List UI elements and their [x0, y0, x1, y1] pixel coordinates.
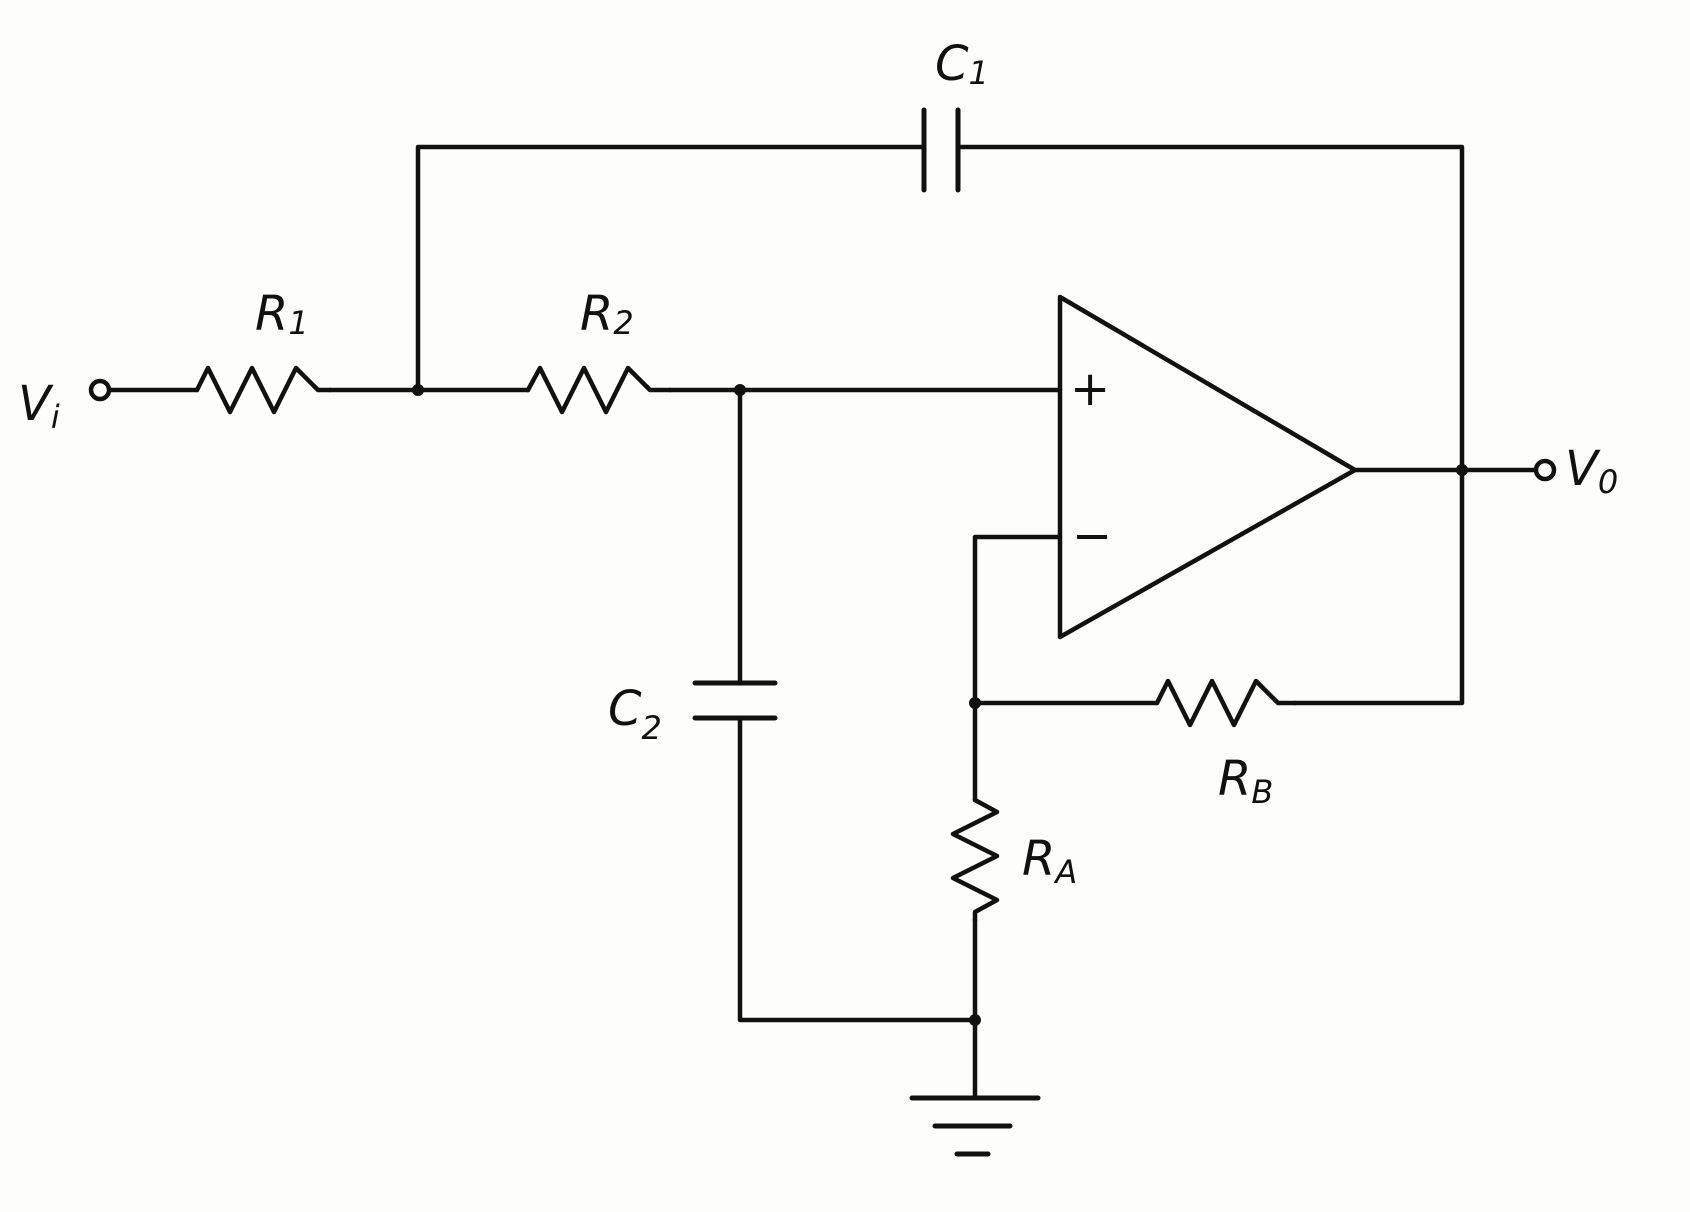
resistor-ra	[950, 797, 1000, 923]
junction-node-c	[969, 697, 981, 709]
wire-minus-input	[972, 534, 1063, 706]
junction-ground	[969, 1014, 981, 1026]
opamp-triangle	[1057, 294, 1358, 640]
wire-rb-output	[1292, 467, 1465, 706]
resistor-rb	[1154, 678, 1298, 728]
output-terminal	[1533, 458, 1557, 482]
opamp-minus-sign: −	[1072, 508, 1112, 564]
label-c2: C2	[608, 681, 662, 747]
junction-output	[1456, 464, 1468, 476]
resistor-r2	[525, 365, 673, 415]
wire-feedback-right	[955, 144, 1465, 473]
resistor-r1	[194, 365, 333, 415]
label-vi: Vi	[18, 376, 60, 436]
junction-node-b	[734, 384, 746, 396]
label-r1: R1	[255, 286, 309, 342]
label-rb: RB	[1218, 751, 1273, 811]
label-r2: R2	[580, 286, 634, 342]
wire-c2-ground	[737, 715, 978, 1023]
label-c1: C1	[935, 36, 989, 92]
opamp-plus-sign: +	[1070, 361, 1110, 417]
junction-node-a	[412, 384, 424, 396]
wire-feedback-left	[415, 144, 927, 393]
label-ra: RA	[1022, 831, 1077, 891]
input-terminal	[88, 378, 112, 402]
label-vo: V0	[1565, 441, 1618, 501]
